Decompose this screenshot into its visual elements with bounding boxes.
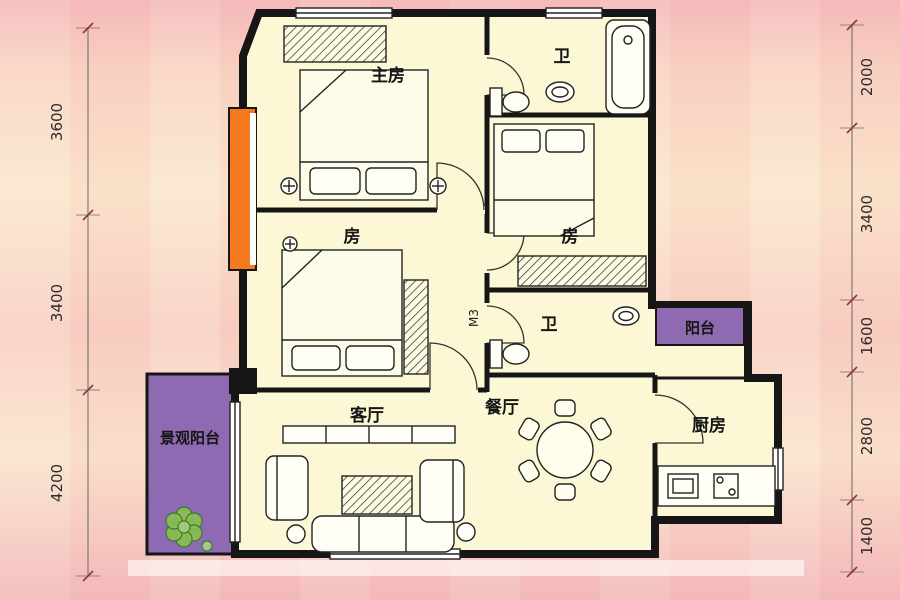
interior-walls	[243, 13, 658, 523]
bathtub	[605, 19, 651, 115]
dim-right-2: 1600	[858, 317, 876, 355]
pillow	[365, 167, 417, 195]
room-label-room-right: 房	[562, 226, 579, 247]
dim-right-4: 1400	[858, 517, 876, 555]
pillow	[345, 345, 395, 371]
wardrobe	[283, 25, 387, 63]
room-label-bath-top: 卫	[554, 47, 571, 67]
dimension-right	[840, 19, 864, 578]
dim-left-0: 3600	[48, 103, 66, 141]
armchair-right	[419, 459, 465, 523]
right-bedroom-furniture	[493, 123, 647, 287]
side-table	[286, 524, 306, 544]
stove	[713, 473, 739, 499]
door-openings	[430, 55, 659, 443]
door-code-m3: M3	[467, 309, 481, 327]
coffee-table	[341, 475, 413, 515]
chair	[518, 459, 540, 483]
room-label-balcony: 阳台	[685, 319, 715, 337]
window-master-top	[295, 7, 393, 19]
master-bedroom-furniture	[280, 25, 447, 201]
room-view-balcony	[145, 372, 235, 556]
pillow	[501, 129, 541, 153]
dining-set	[518, 399, 612, 501]
room-label-bath-mid: 卫	[541, 315, 558, 335]
pillow	[545, 129, 585, 153]
room-label-room-left: 房	[344, 226, 361, 247]
plant-icon	[165, 506, 213, 552]
nightstand	[280, 177, 298, 195]
wardrobe	[517, 255, 647, 287]
sofa-main	[311, 515, 455, 553]
dim-right-3: 2800	[858, 417, 876, 455]
pillow	[291, 345, 341, 371]
ground-strip	[128, 560, 804, 576]
dim-left-2: 4200	[48, 464, 66, 502]
windows	[229, 7, 784, 560]
chair	[554, 399, 576, 417]
dim-right-0: 2000	[858, 58, 876, 96]
dining-table	[536, 421, 594, 479]
room-label-master: 主房	[371, 65, 405, 86]
wardrobe	[403, 279, 429, 375]
door-arcs	[429, 57, 704, 444]
bay-window-orange	[228, 107, 257, 271]
left-bedroom-furniture	[281, 236, 429, 377]
pillow	[309, 167, 361, 195]
tv-console	[282, 425, 456, 444]
room-label-view-balcony: 景观阳台	[160, 429, 220, 447]
chair	[590, 459, 612, 483]
side-table	[456, 522, 476, 542]
toilet	[489, 87, 530, 117]
chair	[590, 417, 612, 441]
window-bath-top	[545, 7, 603, 19]
balcony-area	[655, 306, 745, 346]
room-label-dining: 餐厅	[485, 397, 519, 418]
sink	[545, 81, 575, 103]
kitchen-sink	[667, 473, 699, 499]
toilet	[489, 339, 530, 369]
top-bathroom-fixtures	[489, 19, 651, 117]
dim-left-1: 3400	[48, 284, 66, 322]
armchair-left	[265, 455, 309, 521]
room-label-kitchen: 厨房	[692, 415, 726, 436]
room-label-living: 客厅	[349, 405, 384, 426]
nightstand	[282, 236, 298, 252]
dim-right-1: 3400	[858, 195, 876, 233]
kitchen-furniture	[657, 465, 776, 507]
nightstand	[429, 177, 447, 195]
kitchen-counter	[657, 465, 776, 507]
dimension-left	[76, 22, 100, 582]
living-room-furniture	[265, 425, 476, 553]
wall-corner-block	[229, 368, 257, 394]
chair	[518, 417, 540, 441]
sink	[612, 306, 640, 326]
sliding-door-view-balcony	[229, 401, 241, 543]
chair	[554, 483, 576, 501]
middle-bathroom-fixtures	[489, 306, 640, 369]
